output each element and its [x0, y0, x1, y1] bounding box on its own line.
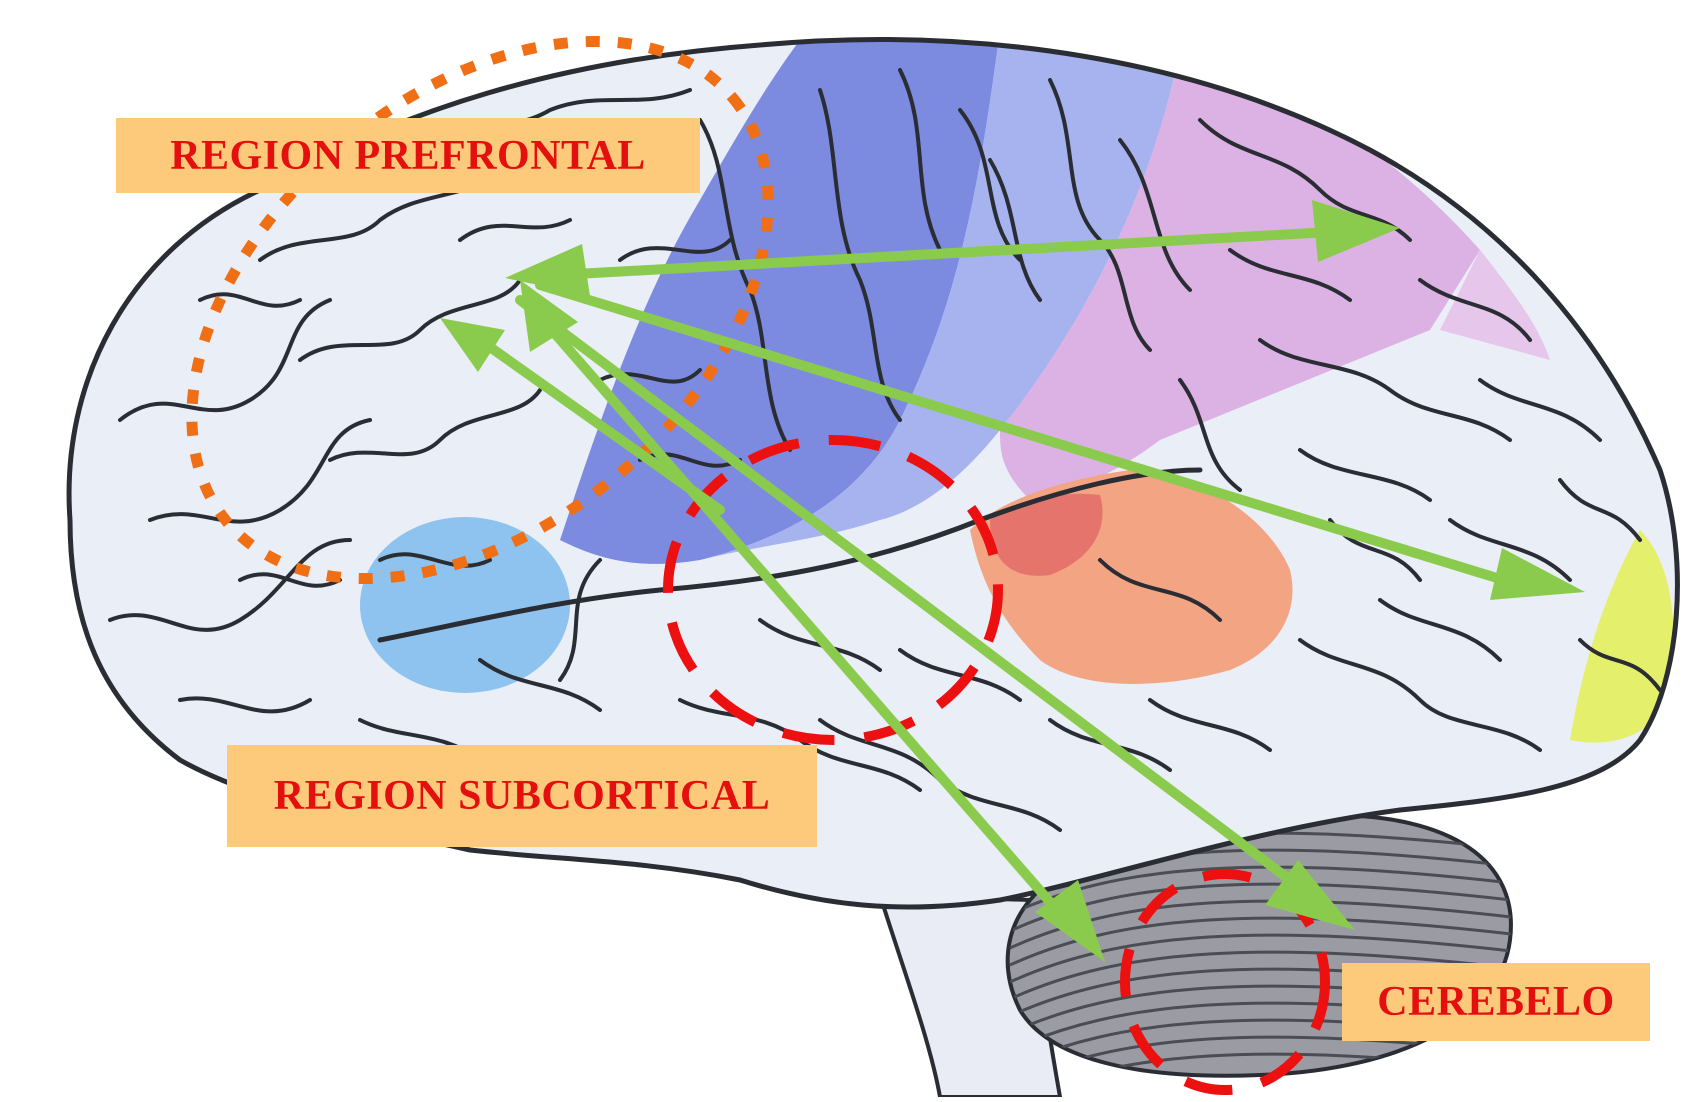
label-cerebelo: CEREBELO: [1342, 963, 1650, 1041]
label-region-prefrontal: REGION PREFRONTAL: [116, 118, 700, 193]
label-region-subcortical: REGION SUBCORTICAL: [227, 745, 817, 847]
broca-region: [360, 517, 570, 693]
